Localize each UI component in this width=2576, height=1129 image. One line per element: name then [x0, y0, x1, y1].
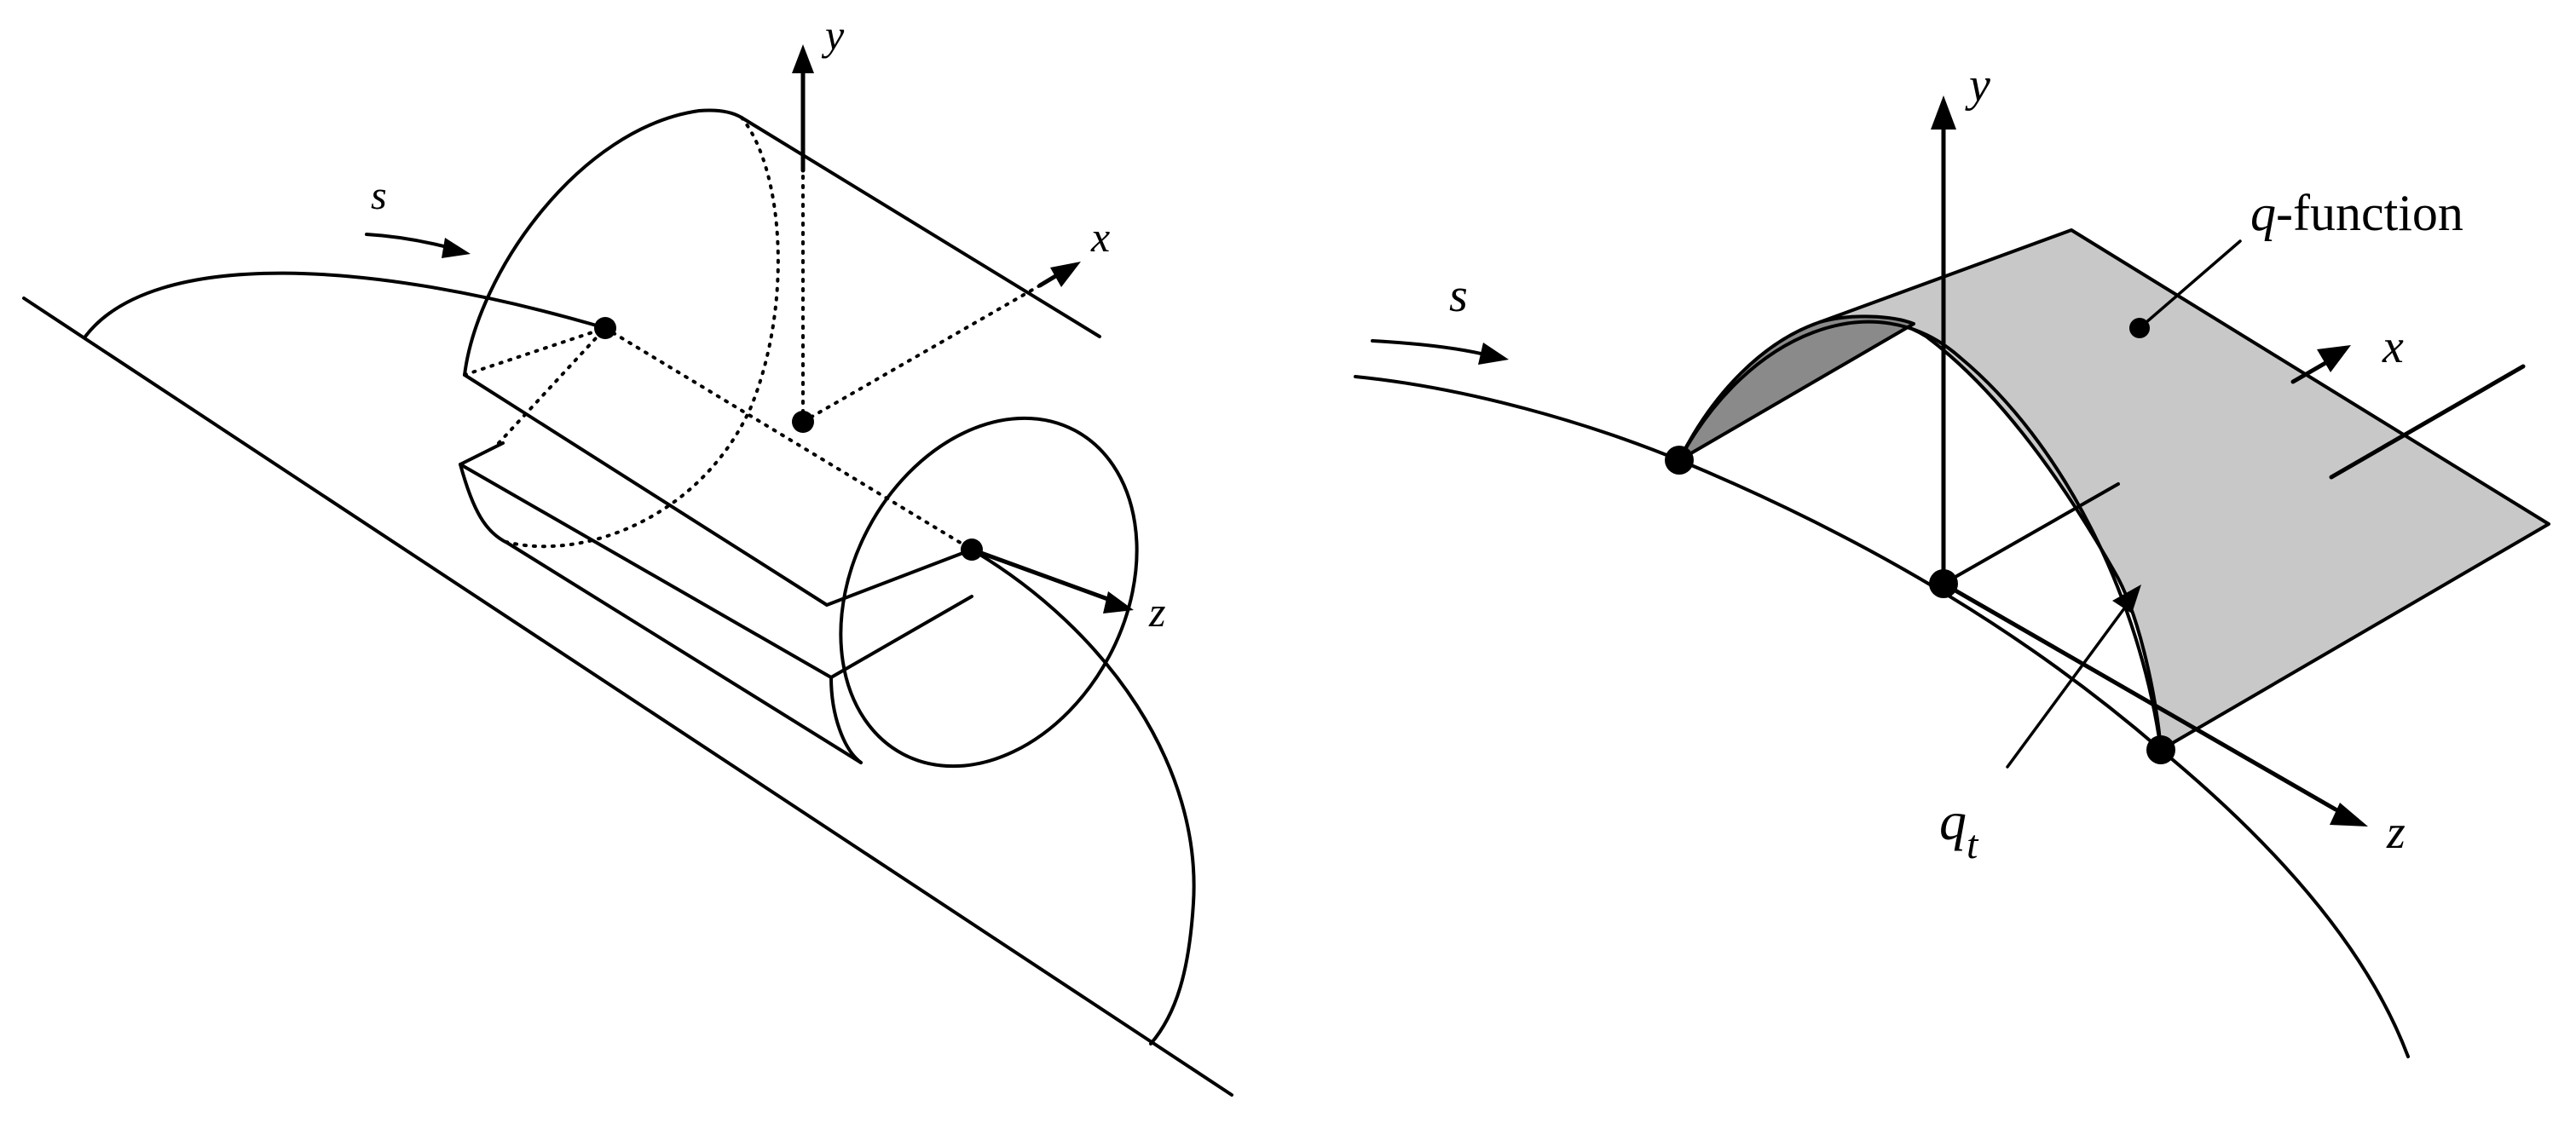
- slab-bottom-edge: [505, 541, 863, 764]
- z-axis-right-head: [2330, 803, 2368, 827]
- path-arc-lower: [970, 548, 1196, 1045]
- q-function-leader-dot: [2129, 318, 2150, 338]
- node-right-front: [2146, 735, 2175, 764]
- node-left-center: [792, 411, 814, 433]
- y-axis-right-head: [1931, 95, 1956, 130]
- s-arrow-shaft-right: [1371, 339, 1493, 358]
- cut-plane-edges: [463, 373, 973, 607]
- left-diagram: s y x z: [22, 11, 1233, 1097]
- q-function-inner-face: [1678, 314, 1915, 462]
- z-axis-left-head: [1103, 591, 1134, 613]
- qt-label-sub: t: [1967, 822, 1979, 867]
- z-label-left: z: [1148, 588, 1165, 636]
- q-function-label-suffix: -function: [2276, 185, 2463, 241]
- qt-leader-head: [2112, 585, 2141, 613]
- x-axis-right-head: [2317, 345, 2351, 372]
- cylinder-back-hidden: [501, 116, 780, 549]
- qt-label-base: q: [1939, 791, 1967, 851]
- node-right-rear: [1665, 446, 1694, 475]
- y-axis-left-head: [792, 44, 814, 73]
- x-axis-right-stub: [2290, 357, 2334, 384]
- right-diagram: s y x z q-function qt: [1354, 59, 2550, 1058]
- incline-line: [22, 297, 1233, 1097]
- s-label-right: s: [1449, 269, 1468, 322]
- y-label-right: y: [1965, 59, 1990, 112]
- q-function-leader: [2138, 239, 2242, 330]
- slab-front-end: [829, 676, 863, 764]
- s-arrow-head-right: [1478, 343, 1509, 365]
- node-left-rear: [594, 317, 616, 339]
- s-label-left: s: [371, 173, 387, 218]
- dotted-ray-2: [497, 326, 607, 445]
- q-function-label-q: q: [2250, 185, 2276, 241]
- dotted-x-ray: [801, 284, 1042, 423]
- cylinder-front-ellipse: [839, 416, 1139, 769]
- x-label-right: x: [2382, 320, 2404, 373]
- node-left-front: [961, 539, 983, 561]
- s-arrow-head: [442, 238, 471, 258]
- q-function-label: q-function: [2250, 185, 2463, 241]
- slab-front-top: [829, 595, 973, 679]
- cylinder-back-solid: [463, 108, 743, 377]
- dotted-ray-1: [463, 326, 607, 377]
- slab-top-edge: [459, 463, 833, 679]
- z-axis-right: [1941, 581, 2338, 812]
- z-label-right: z: [2386, 806, 2406, 859]
- x-axis-left-head: [1050, 262, 1081, 287]
- path-arc-upper: [84, 271, 607, 338]
- qt-curve: [1678, 320, 2163, 752]
- dotted-centerline: [604, 326, 973, 551]
- cylinder-top-edge: [740, 116, 1101, 338]
- z-axis-left: [969, 547, 1115, 603]
- x-label-left: x: [1090, 213, 1110, 261]
- x-section-line: [1942, 482, 2120, 585]
- qt-label: qt: [1939, 791, 1979, 867]
- node-right-center: [1929, 569, 1958, 598]
- s-arrow-shaft: [365, 233, 455, 251]
- q-function-surface: [1818, 228, 2550, 752]
- x-axis-right: [2329, 364, 2526, 480]
- slab-left-end: [459, 441, 509, 544]
- qt-leader: [2006, 603, 2128, 769]
- y-label-left: y: [821, 11, 845, 59]
